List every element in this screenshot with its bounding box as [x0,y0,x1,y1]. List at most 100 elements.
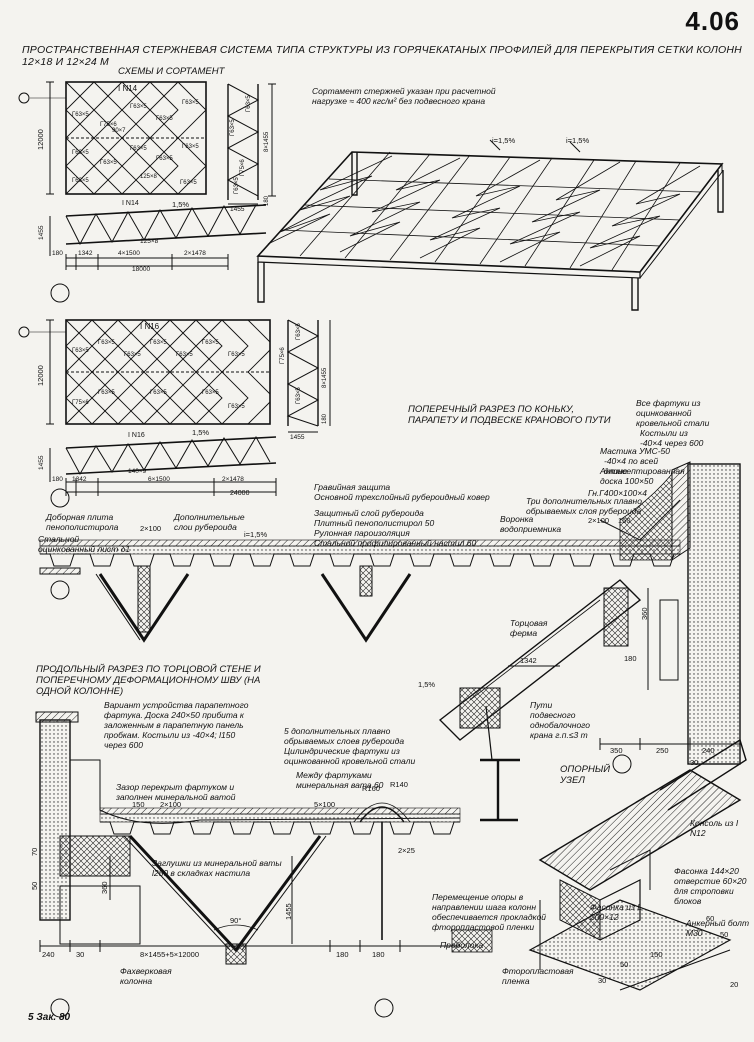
sheet-title: Пространственная стержневая система типа… [22,44,742,68]
node-note: Перемещение опоры в направлении шага кол… [432,892,547,932]
plan1-height-dim: 12000 [36,129,45,150]
parapet-note: Мастика УМС-50 [600,446,671,456]
node-dim: 20 [730,980,739,989]
plan1-member-label: 125×8 [140,174,157,180]
long-dim: 2×25 [398,846,415,855]
scheme-heading: Схемы и сортамент [118,66,225,77]
plan2-side-dim: 180 [322,413,328,424]
node-dim: 50 [720,930,729,939]
plan-2 [18,319,331,508]
long-dim: R140 [390,780,408,789]
node-note: Фторопластовая пленка [502,966,574,986]
plan1-member-label: Г63×5 [180,180,197,186]
plan1-section-dim: 180 [52,250,63,257]
plan2-member-label: Г63×5 [150,340,167,346]
plan2-section-chord: 140×9 [128,468,147,475]
plan2-member-label: Г63×5 [202,340,219,346]
support-node-heading: Опорный узел [560,764,611,786]
long-dim: 90° [230,916,242,925]
slope-label-1: i=1,5% [492,136,516,145]
plan1-side-label: Г63×5 [234,177,240,194]
plan2-section-dim: 180 [52,476,63,483]
roof-cross-section [39,461,741,822]
plan2-side-label: Г75×6 [280,347,286,364]
long-dim: 50 [30,881,39,890]
long-dim: 70 [30,847,39,856]
plugs-note: Заглушки из минеральной ваты l250 в скла… [152,858,282,878]
plan1-member-label: Г63×5 [130,104,147,110]
plan2-side-label: Г63×5 [296,323,302,340]
long-dim: 180 [336,950,349,959]
left-note: Дополнительные слои рубероида [174,512,245,532]
long-dim: 2×100 [160,800,182,809]
column-label: Фахверковая колонна [120,966,172,986]
layer-label: Стальной профилированный настил 60 [314,538,477,548]
plan2-section-slope: 1,5% [192,428,210,437]
plan2-member-label: Г63×5 [124,352,141,358]
plan2-member-label: Г63×5 [72,348,89,354]
plan2-height-dim: 12000 [36,365,45,386]
plan1-side-label: Г63×5 [246,95,252,112]
left-note: Доборная плита пенополистирола [46,512,119,532]
layer-label: Рулонная пароизоляция [314,528,410,538]
plan2-section-dim: 6×1500 [148,476,170,483]
plan1-member-label: Г63×5 [72,112,89,118]
sheet-number: 4.06 [685,6,740,36]
long-dim: 5×100 [314,800,336,809]
plan1-section-dim: 1342 [78,250,93,257]
plan1-section-dim: 18000 [132,266,151,273]
plan2-member-label: Г63×5 [176,352,193,358]
plan1-side-dim: 180 [264,195,270,206]
plan1-member-label: Г63×5 [130,146,147,152]
long-dim: 150 [132,800,145,809]
plan2-side-label: Г63×5 [296,387,302,404]
support-node-detail [451,738,747,991]
cross-dim: 180 [624,654,637,663]
parapet-note: Антисептированная доска 100×50 [600,466,685,486]
plan1-side-label: Г75×6 [240,159,246,176]
plan2-member-label: Г75×6 [72,400,89,406]
cross-dim: 360 [640,607,649,620]
long-note: Вариант устройства парапетного фартука. … [104,700,249,750]
long-dim: R160 [362,784,380,793]
plan2-member-label: Г63×5 [98,340,115,346]
plan2-member-label: Г63×5 [228,404,245,410]
cross-dim: 30 [690,758,699,767]
plan1-member-label: Г63×5 [72,178,89,184]
plan2-side-dim: 1455 [290,434,305,441]
plan1-section-slope: 1,5% [172,200,190,209]
plan2-member-label: Г63×5 [228,352,245,358]
layer-label: Плитный пенополистирол 50 [314,518,435,528]
plan-1 [18,81,276,303]
node-note: Фасонка из L 200×12 [590,902,642,922]
end-truss-label: Торцовая ферма [510,618,548,638]
plan2-side-dim: 8×1455 [322,367,328,388]
parapet-note: -40×4 по всей длине [604,456,659,476]
perspective-view [256,139,724,311]
plan2-member-label: Г63×5 [98,390,115,396]
node-dim: 50 [620,960,629,969]
node-note: Фасонка 144×20 отверстие 60×20 для строп… [674,866,747,906]
cross-dim: 1342 [520,656,537,665]
three-layers-label: Три дополнительных плавно обрываемых сло… [526,496,642,516]
node-note: Консоль из I N12 [690,818,739,838]
node-dim: 30 [598,976,607,985]
plan1-member-label: Г63×5 [182,100,199,106]
plan2-section-dim: 24000 [230,490,250,497]
plan1-bottom-member: I N14 [122,200,139,207]
dim-right: 150 [618,516,631,525]
long-dim: 30 [76,950,85,959]
cross-dim: 250 [656,746,669,755]
joint-note: Между фартуками минеральная вата 60 [296,770,384,790]
cross-dim: 240 [702,746,715,755]
assortment-note: Сортамент стержней указан при расчетной … [312,86,496,106]
plan1-side-dim: 8×1455 [264,131,270,152]
layer-label: Защитный слой рубероида [314,508,424,518]
node-note: Проболока [440,940,484,950]
longitudinal-section [35,711,461,1018]
plan2-bottom-member: I N16 [128,432,145,439]
long-dim: 360 [100,881,109,894]
plan1-member-label: Г63×5 [182,144,199,150]
